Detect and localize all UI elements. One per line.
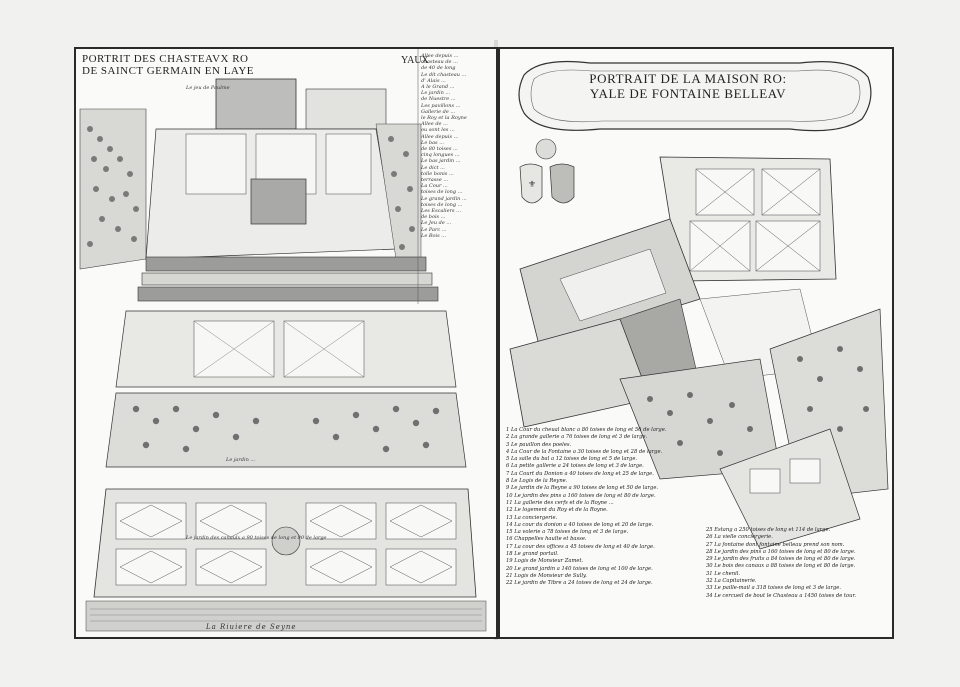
- left-legend-entry: Allee depuis ...: [421, 133, 459, 140]
- left-legend-entry: Le dit chasteau ...: [421, 71, 467, 78]
- left-title-line-1: PORTRIT DES CHASTEAVX RO: [82, 53, 249, 65]
- right-legend-entry: 11 La gallerie des cerfs et de la Royne …: [506, 499, 614, 506]
- right-legend-entry: 18 Le grand portail.: [506, 551, 559, 558]
- right-legend-entry: 6 La petite gallerie a 24 toises de long…: [506, 463, 644, 470]
- right-title-line-2: YALE DE FONTAINE BELLEAV: [589, 86, 787, 101]
- right-legend-entry: 17 La cour des offices a 45 toises de lo…: [506, 543, 655, 550]
- right-legend: 1 La Cour du cheual blanc a 80 toises de…: [506, 427, 716, 588]
- right-legend-entry: 19 Logis de Monsieur Zamet.: [506, 558, 584, 565]
- left-legend-entry: tolle bonis ...: [421, 170, 454, 177]
- right-legend-entry: 7 La Court du Donion a 40 toises de long…: [506, 470, 654, 477]
- right-legend-2: 25 Estang a 250 toises de long et 114 de…: [706, 527, 886, 600]
- right-legend-entry: 29 Le jardin des fruits a 84 toises de l…: [706, 556, 856, 563]
- left-legend-entry: Les pavillons ...: [421, 102, 461, 109]
- caption-riuiere-seyne: La Riuiere de Seyne: [206, 623, 297, 631]
- left-legend-entry: ou sont les ...: [421, 127, 455, 134]
- right-title-line-1: PORTRAIT DE LA MAISON RO:: [589, 71, 787, 86]
- left-legend-entry: de 40 de long: [421, 65, 456, 72]
- left-title-fragment: YAUX: [401, 55, 429, 66]
- right-legend-entry: 1 La Cour du cheual blanc a 80 toises de…: [506, 427, 667, 433]
- right-legend-entry: 12 Le logement du Roy et de la Royne.: [506, 507, 608, 514]
- fontainebleau-engraving: ⚜: [509, 60, 889, 550]
- left-plate-saint-germain: PORTRIT DES CHASTEAVX RO DE SAINCT GERMA…: [74, 47, 498, 639]
- left-legend-entry: toises de long ...: [421, 201, 463, 208]
- left-plate-title: PORTRIT DES CHASTEAVX RO DE SAINCT GERMA…: [82, 53, 412, 77]
- left-title-line-2: DE SAINCT GERMAIN EN LAYE: [82, 65, 412, 77]
- left-legend-entry: terrasse ...: [421, 177, 449, 184]
- caption-jardin-canaulx: Le jardin des canaulx a 90 toises de lon…: [186, 535, 327, 541]
- right-legend-entry: 26 La vielle conciergerie.: [706, 534, 773, 541]
- caption-jardin: Le jardin ...: [226, 457, 256, 463]
- caption-jeu-de-paulme: Le jeu de Paulme: [186, 85, 230, 91]
- left-legend-entry: toises de long ...: [421, 189, 463, 196]
- svg-text:⚜: ⚜: [528, 180, 536, 190]
- left-legend-entry: Allee depuis ...: [421, 53, 459, 59]
- right-legend-entry: 32 La Capitainerie.: [706, 578, 757, 585]
- right-legend-entry: 34 Le cercueil de bout le Chasteau a 145…: [706, 592, 857, 599]
- left-legend-entry: Le bas ...: [421, 139, 444, 146]
- left-legend-entry: Le bas jardin ...: [421, 158, 461, 165]
- right-plate-title: PORTRAIT DE LA MAISON RO: YALE DE FONTAI…: [538, 71, 838, 101]
- right-legend-entry: 30 Le bois des canaux a 88 toises de lon…: [706, 563, 856, 570]
- left-legend-entry: A le Grand ...: [421, 84, 455, 91]
- right-legend-entry: 5 La salle du bal a 12 toises de long et…: [506, 456, 638, 463]
- left-legend-entry: Le Jeu de ...: [421, 220, 452, 227]
- right-legend-entry: 13 La conciergerie.: [506, 514, 558, 521]
- left-legend-entry: de bois ...: [421, 214, 446, 221]
- right-legend-entry: 15 La volerie a 78 toises de long et 3 d…: [506, 529, 629, 536]
- left-legend-entry: le Roy et la Royne: [421, 115, 467, 122]
- right-legend-entry: 25 Estang a 250 toises de long et 114 de…: [706, 527, 831, 533]
- left-legend-entry: Gallerie de ...: [421, 108, 456, 115]
- left-legend-entry: cinq longues ...: [421, 152, 460, 159]
- right-legend-entry: 8 Le Logis de la Reyne.: [506, 478, 568, 485]
- left-legend-entry: Allee de ...: [421, 121, 448, 128]
- right-legend-entry: 33 Le paille-mail a 318 toises de long e…: [706, 585, 842, 592]
- right-legend-entry: 2 La grande gallerie a 76 toises de long…: [506, 434, 648, 441]
- right-legend-entry: 4 La Cour de la Fontaine a 30 toises de …: [506, 448, 663, 455]
- right-legend-entry: 9 Le jardin de la Reyne a 90 toises de l…: [506, 485, 659, 492]
- left-title-line-2b: EN LAYE: [204, 65, 255, 77]
- left-title-line-2a: DE SAINCT GERMAIN: [82, 65, 202, 77]
- left-legend-entry: La Cour ...: [421, 183, 448, 190]
- left-legend-entry: de Nuestre ...: [421, 96, 456, 103]
- left-legend-entry: Le grand jardin ...: [421, 195, 467, 202]
- left-legend-entry: de 80 toises ...: [421, 146, 458, 153]
- left-legend-entry: d' Alais ...: [421, 77, 446, 84]
- left-legend-entry: chasteau de ...: [421, 59, 458, 66]
- right-legend-entry: 22 Le jardin de Tibre a 24 toises de lon…: [506, 580, 653, 587]
- right-legend-entry: 28 Le jardin des pins a 160 toises de lo…: [706, 548, 856, 555]
- right-legend-entry: 27 La fontaine dont fontaine belleau pre…: [706, 541, 845, 548]
- right-legend-entry: 10 Le jardin des pins a 160 toises de lo…: [506, 492, 656, 499]
- left-legend-entry: Le jardin ...: [421, 90, 451, 97]
- left-legend-entry: Le Parc ...: [421, 226, 447, 233]
- saint-germain-engraving: [79, 49, 487, 632]
- left-legend-entry: Le dict ...: [421, 164, 445, 171]
- right-legend-entry: 21 Logis de Monsieur de Sully.: [506, 572, 587, 579]
- right-legend-entry: 16 Chappelles haulte et basse.: [506, 536, 587, 543]
- right-legend-entry: 31 Le chenil.: [706, 570, 741, 577]
- right-legend-entry: 20 Le grand jardin a 140 toises de long …: [506, 565, 653, 572]
- left-legend: Allee depuis ...chasteau de ...de 40 de …: [421, 53, 491, 303]
- right-legend-entry: 3 Le pauillon des poeles.: [506, 441, 572, 448]
- right-plate-fontainebleau: ⚜: [498, 47, 894, 639]
- right-legend-entry: 14 La cour du donion a 40 toises de long…: [506, 521, 654, 528]
- left-legend-entry: Le Bois ...: [421, 232, 447, 239]
- left-legend-entry: Les Escaliers ...: [421, 208, 461, 215]
